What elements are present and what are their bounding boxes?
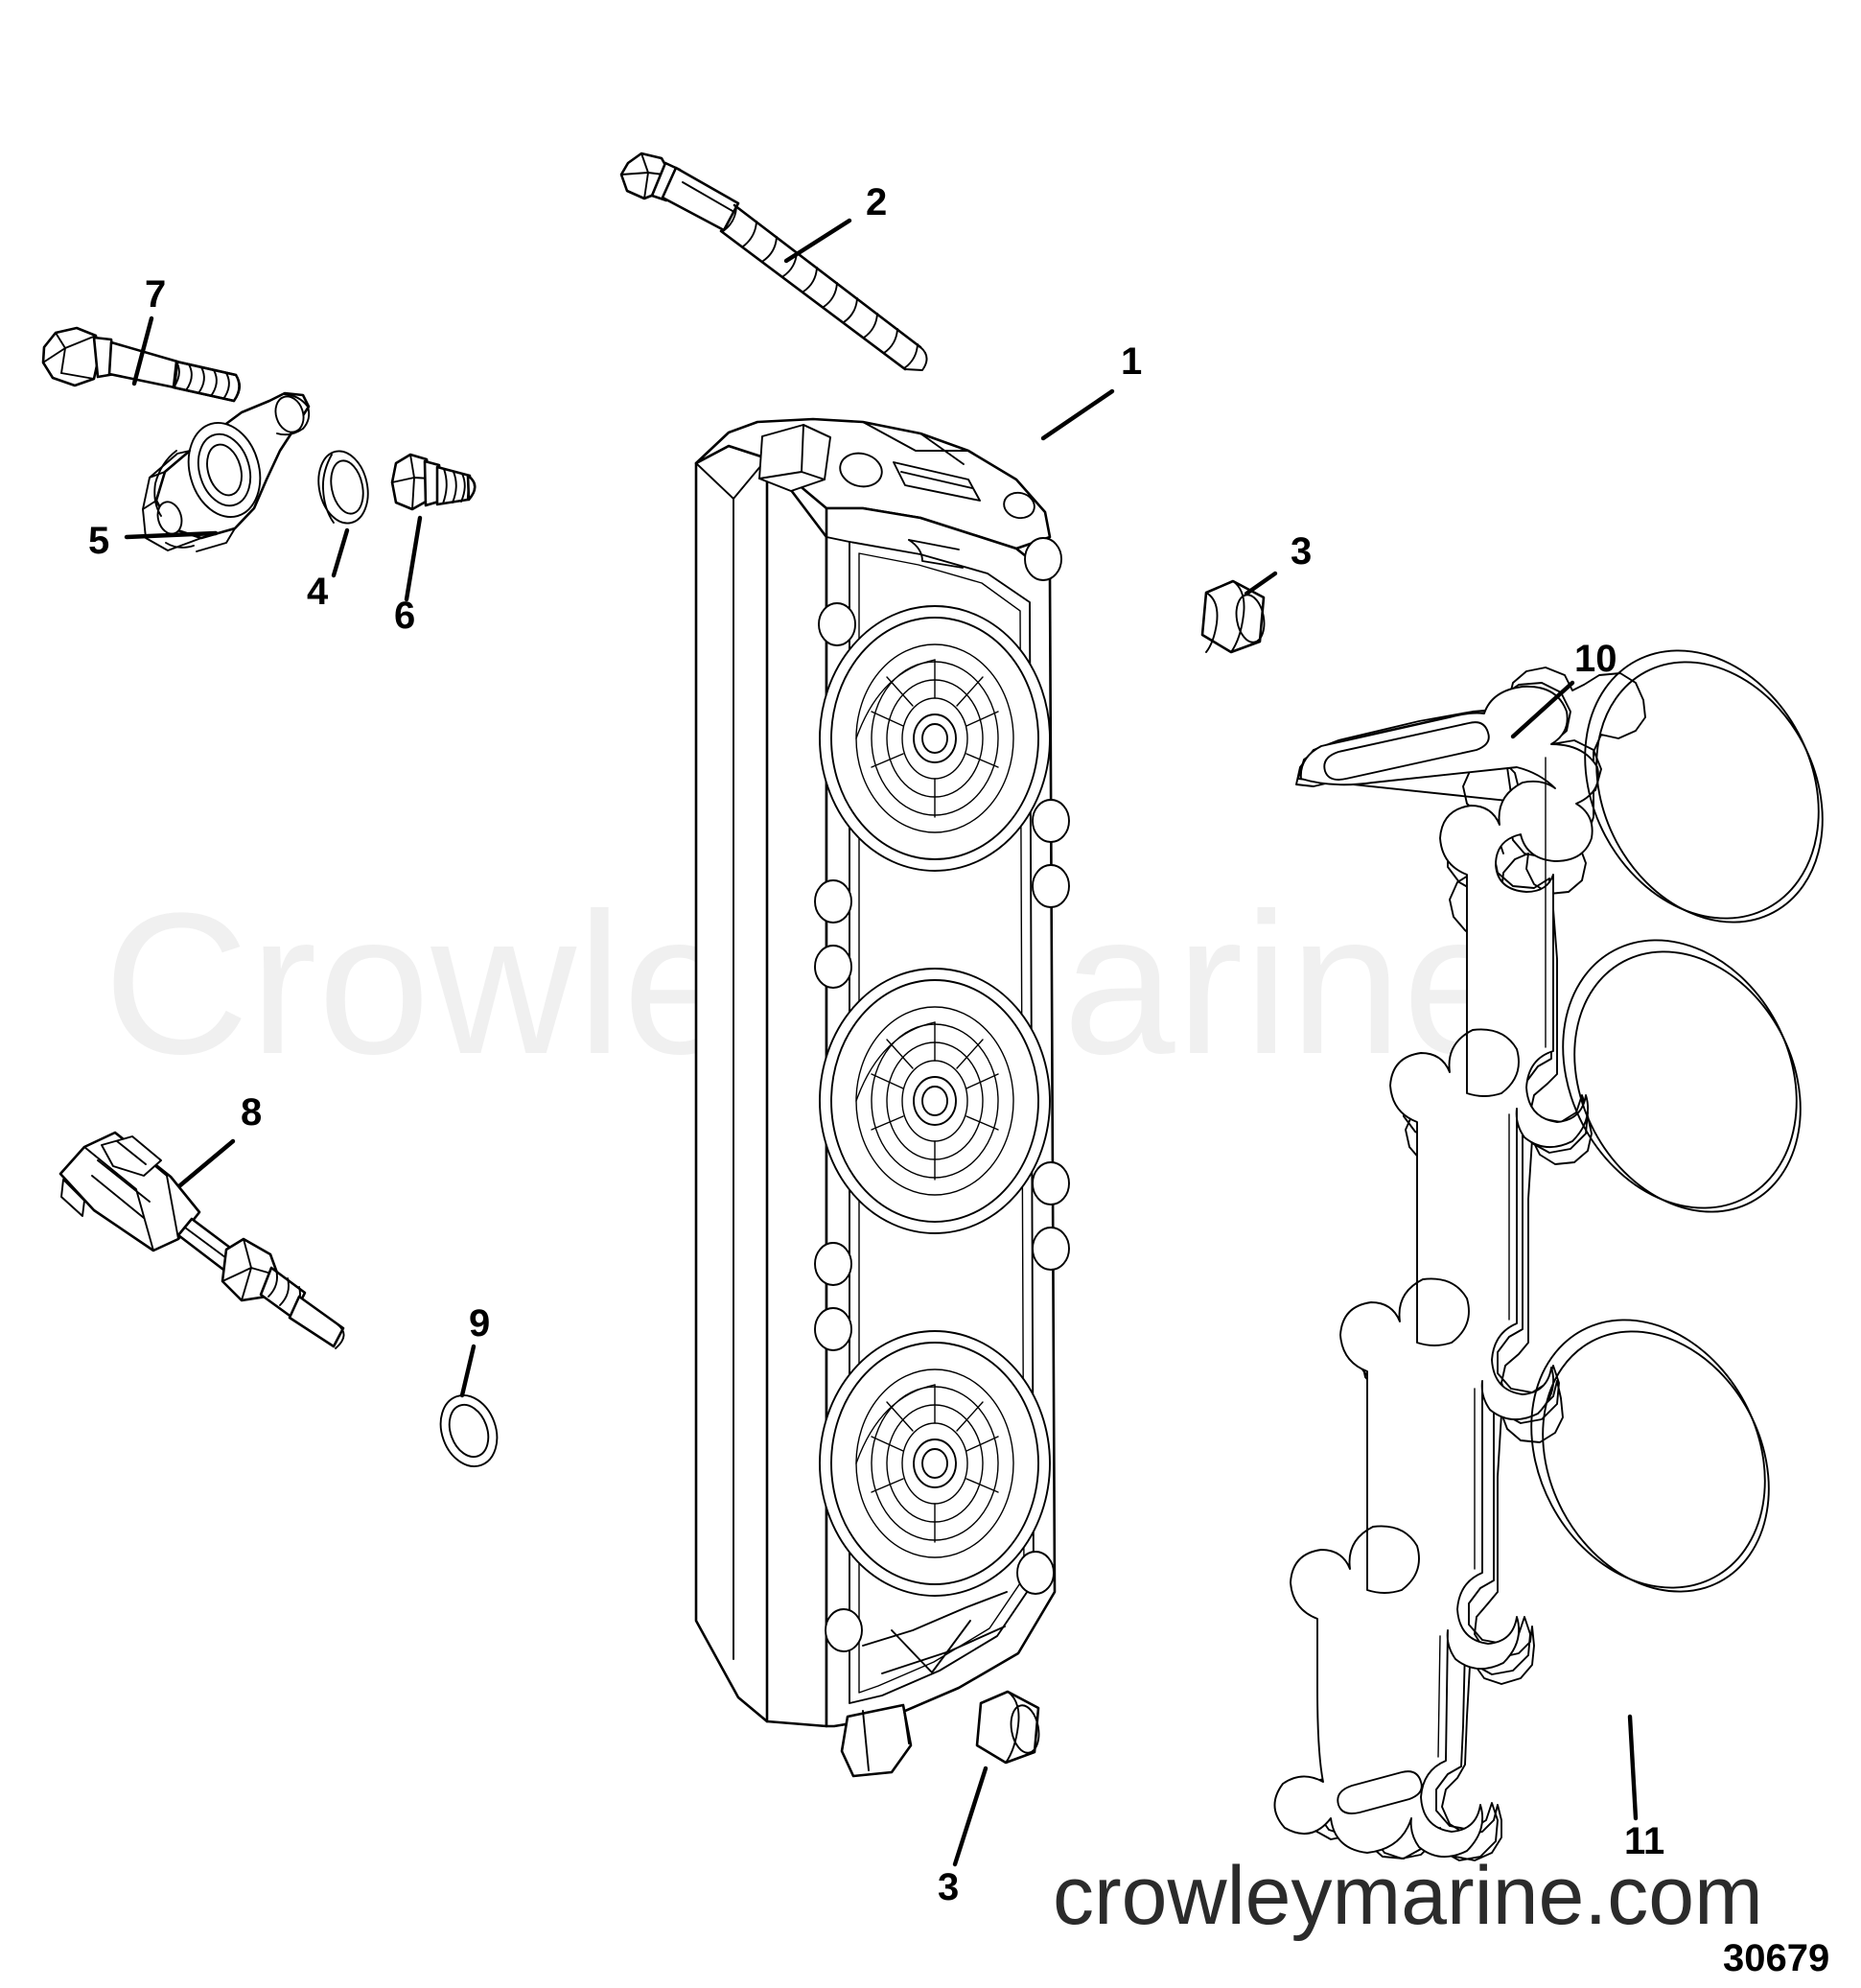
cylinder-bore-3 xyxy=(819,1330,1051,1597)
part-6-drain-plug xyxy=(390,453,477,511)
o-ring-bottom xyxy=(1530,1319,1770,1593)
part-8-temperature-sensor xyxy=(58,1131,345,1349)
part-4-sealing-washer xyxy=(317,450,369,525)
flange-bolt-holes xyxy=(814,537,1070,1652)
part-3-dowel-pin-lower xyxy=(975,1690,1040,1765)
part-1-cylinder-head-cover xyxy=(694,417,1070,1778)
callout-label-5: 5 xyxy=(88,520,110,562)
part-2-long-bolt xyxy=(619,152,928,371)
diagram-part-number: 30679 xyxy=(1723,1937,1830,1979)
cylinder-bore-2 xyxy=(819,968,1051,1234)
footer-brand-text: crowleymarine.com xyxy=(1053,1850,1763,1942)
callout-label-1: 1 xyxy=(1121,340,1143,383)
callout-label-3-upper: 3 xyxy=(1291,530,1313,573)
o-ring-top xyxy=(1584,649,1824,924)
callout-label-7: 7 xyxy=(145,273,167,316)
part-10-cover-gasket xyxy=(1273,667,1646,1861)
callout-label-4: 4 xyxy=(307,571,329,613)
part-7-hex-head-bolt xyxy=(41,326,241,403)
part-9-sensor-o-ring xyxy=(439,1394,499,1467)
callout-label-9: 9 xyxy=(469,1302,491,1345)
callout-label-10: 10 xyxy=(1574,638,1617,680)
callout-label-3-lower: 3 xyxy=(938,1866,960,1908)
callout-label-6: 6 xyxy=(394,595,416,637)
part-5-mounting-bracket xyxy=(142,391,311,552)
part-3-dowel-pin-upper xyxy=(1200,579,1266,654)
callout-label-2: 2 xyxy=(866,181,888,223)
cylinder-bore-1 xyxy=(819,605,1051,872)
callout-leader-lines xyxy=(124,218,1639,1867)
callout-label-8: 8 xyxy=(241,1091,263,1134)
callout-label-11: 11 xyxy=(1624,1820,1665,1862)
o-ring-middle xyxy=(1562,939,1802,1213)
part-11-o-rings xyxy=(1530,649,1824,1593)
